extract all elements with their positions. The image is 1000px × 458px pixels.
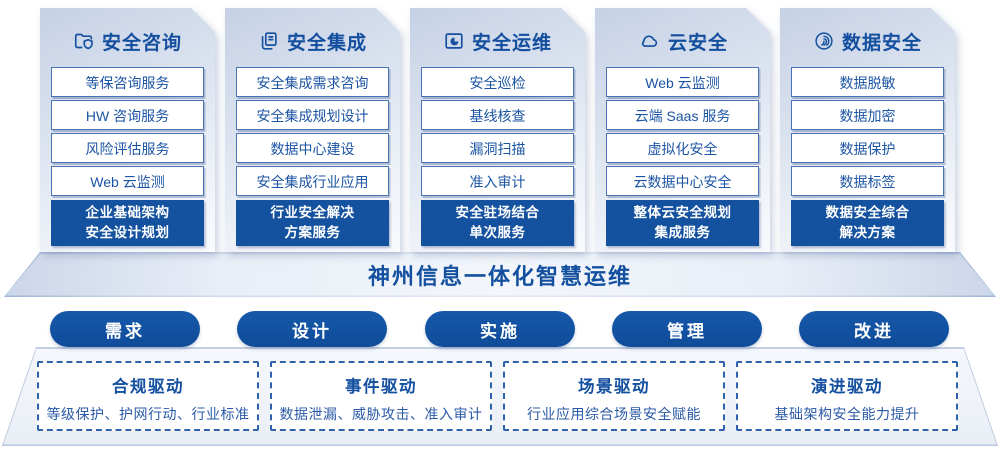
process-pill-5: 改进 xyxy=(799,311,949,347)
service-item: 云数据中心安全 xyxy=(606,166,759,196)
service-panel: 安全运维安全巡检基线核查漏洞扫描准入审计安全驻场结合单次服务 xyxy=(410,8,585,252)
service-item: 数据脱敏 xyxy=(791,67,944,97)
footer-line: 企业基础架构 xyxy=(85,205,170,221)
process-pill-1: 需求 xyxy=(50,311,200,347)
footer-line: 整体云安全规划 xyxy=(633,205,732,221)
service-item: Web 云监测 xyxy=(51,166,204,196)
service-item-list: Web 云监测云端 Saas 服务虚拟化安全云数据中心安全 xyxy=(606,67,759,196)
service-item: 漏洞扫描 xyxy=(421,133,574,163)
driver-box-3: 场景驱动行业应用综合场景安全赋能 xyxy=(503,361,725,431)
footer-line: 安全设计规划 xyxy=(85,225,170,240)
service-footer: 数据安全综合解决方案 xyxy=(791,200,944,246)
column-title: 数据安全 xyxy=(841,32,922,54)
column-title: 云安全 xyxy=(667,32,728,54)
column-title: 安全集成 xyxy=(286,32,367,54)
column-title: 安全咨询 xyxy=(101,32,182,54)
service-footer: 企业基础架构安全设计规划 xyxy=(51,200,204,246)
driver-desc: 数据泄漏、威胁攻击、准入审计 xyxy=(279,406,483,422)
driver-desc: 基础架构安全能力提升 xyxy=(774,406,920,422)
service-panel: 安全集成安全集成需求咨询安全集成规划设计数据中心建设安全集成行业应用行业安全解决… xyxy=(225,8,400,252)
driver-desc: 等级保护、护网行动、行业标准 xyxy=(46,406,250,422)
service-column-5: 数据安全数据脱敏数据加密数据保护数据标签数据安全综合解决方案 xyxy=(780,8,955,252)
driver-box-2: 事件驱动数据泄漏、威胁攻击、准入审计 xyxy=(270,361,492,431)
service-item: HW 咨询服务 xyxy=(51,100,204,130)
column-header: 安全集成 xyxy=(225,28,400,54)
service-footer: 安全驻场结合单次服务 xyxy=(421,200,574,246)
folder-shield-icon xyxy=(73,30,95,52)
service-item: Web 云监测 xyxy=(606,67,759,97)
service-item-list: 数据脱敏数据加密数据保护数据标签 xyxy=(791,67,944,196)
column-header: 数据安全 xyxy=(780,28,955,54)
fingerprint-icon xyxy=(813,30,835,52)
service-item: 基线核查 xyxy=(421,100,574,130)
footer-line: 方案服务 xyxy=(284,225,341,240)
footer-line: 解决方案 xyxy=(839,225,896,240)
service-item: 准入审计 xyxy=(421,166,574,196)
footer-line: 行业安全解决 xyxy=(270,205,355,221)
process-pill-3: 实施 xyxy=(425,311,575,347)
service-item: 安全巡检 xyxy=(421,67,574,97)
driver-desc: 行业应用综合场景安全赋能 xyxy=(527,406,701,422)
copy-documents-icon xyxy=(258,30,280,52)
banner-title: 神州信息一体化智慧运维 xyxy=(367,263,632,289)
process-pill-2: 设计 xyxy=(237,311,387,347)
banner-trapezoid: 神州信息一体化智慧运维 xyxy=(4,252,996,297)
service-item: 数据中心建设 xyxy=(236,133,389,163)
service-item: 云端 Saas 服务 xyxy=(606,100,759,130)
column-header: 云安全 xyxy=(595,28,770,54)
service-column-3: 安全运维安全巡检基线核查漏洞扫描准入审计安全驻场结合单次服务 xyxy=(410,8,585,252)
service-footer: 行业安全解决方案服务 xyxy=(236,200,389,246)
driver-title: 演进驱动 xyxy=(811,378,883,396)
service-panel: 数据安全数据脱敏数据加密数据保护数据标签数据安全综合解决方案 xyxy=(780,8,955,252)
footer-line: 集成服务 xyxy=(654,225,711,240)
service-item: 虚拟化安全 xyxy=(606,133,759,163)
cloud-icon xyxy=(637,30,661,52)
banner-surface: 神州信息一体化智慧运维 xyxy=(6,254,995,296)
service-item-list: 安全集成需求咨询安全集成规划设计数据中心建设安全集成行业应用 xyxy=(236,67,389,196)
driver-box-4: 演进驱动基础架构安全能力提升 xyxy=(736,361,958,431)
service-item: 数据加密 xyxy=(791,100,944,130)
driver-title: 场景驱动 xyxy=(578,378,650,396)
service-item: 风险评估服务 xyxy=(51,133,204,163)
column-header: 安全咨询 xyxy=(40,28,215,54)
service-column-2: 安全集成安全集成需求咨询安全集成规划设计数据中心建设安全集成行业应用行业安全解决… xyxy=(225,8,400,252)
footer-line: 数据安全综合 xyxy=(825,205,910,221)
service-item: 安全集成需求咨询 xyxy=(236,67,389,97)
column-title: 安全运维 xyxy=(471,32,552,54)
service-item: 安全集成行业应用 xyxy=(236,166,389,196)
column-header: 安全运维 xyxy=(410,28,585,54)
service-item: 数据标签 xyxy=(791,166,944,196)
driver-box-1: 合规驱动等级保护、护网行动、行业标准 xyxy=(37,361,259,431)
service-item-list: 安全巡检基线核查漏洞扫描准入审计 xyxy=(421,67,574,196)
process-pill-4: 管理 xyxy=(612,311,762,347)
service-footer: 整体云安全规划集成服务 xyxy=(606,200,759,246)
folder-pie-icon xyxy=(443,30,465,52)
service-item: 等保咨询服务 xyxy=(51,67,204,97)
service-item: 安全集成规划设计 xyxy=(236,100,389,130)
driver-title: 合规驱动 xyxy=(112,378,184,396)
footer-line: 单次服务 xyxy=(469,225,526,240)
footer-line: 安全驻场结合 xyxy=(455,205,540,221)
service-item: 数据保护 xyxy=(791,133,944,163)
driver-title: 事件驱动 xyxy=(345,378,417,396)
